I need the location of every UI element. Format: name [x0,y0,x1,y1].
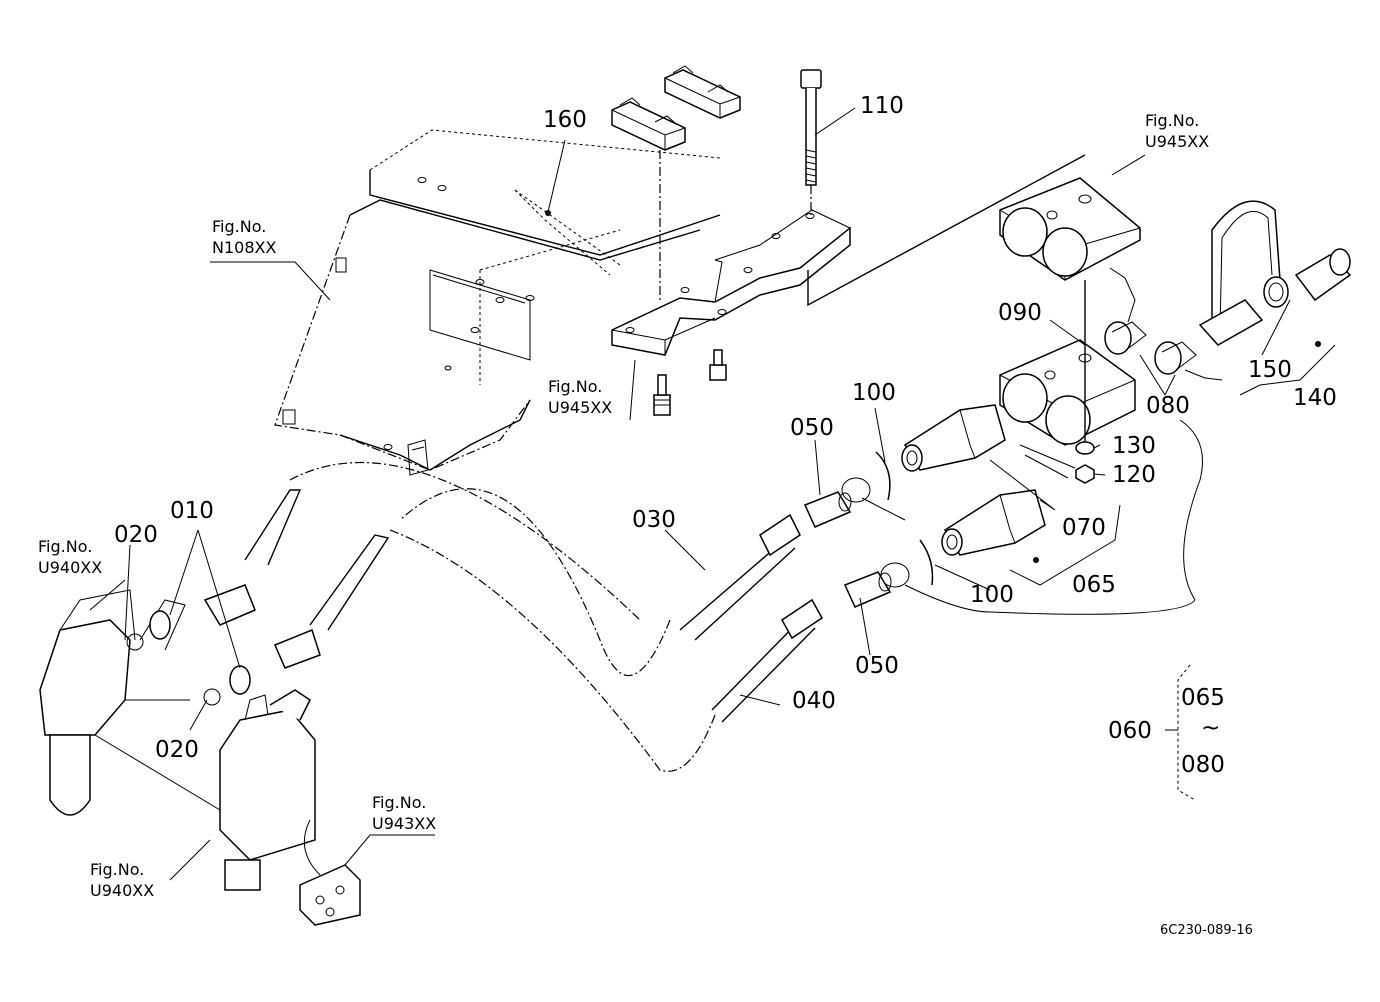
fig-ref-label: Fig.No.U945XX [1145,111,1209,151]
fig-ref-n108: Fig.No.N108XX [212,217,276,257]
part-label-130: 130 [1112,433,1156,459]
fig-ref-label: Fig.No.U940XX [38,537,102,577]
fig-ref-u945-top: Fig.No.U945XX [1145,111,1209,151]
part-label-110: 110 [860,93,904,119]
part-label-080: 080 [1146,393,1190,419]
shackle-150 [1198,200,1352,347]
clamp-blocks [611,65,741,300]
set-range-tilde: ~ [1201,715,1220,741]
part-label-040: 040 [792,688,836,714]
fig-ref-u940-bottom: Fig.No.U940XX [90,860,154,900]
part-label-070: 070 [1062,515,1106,541]
hoses [203,461,823,772]
part-label-140: 140 [1293,385,1337,411]
coupler-holder-upper [999,177,1141,281]
part-label-090: 090 [998,300,1042,326]
frame-plate [274,129,721,476]
coupler-holder-090 [999,280,1136,446]
fig-ref-label: Fig.No.U940XX [90,860,154,900]
drawing-code: 6C230-089-16 [1160,923,1253,938]
bolt-110 [800,69,822,215]
couplers-070 [901,404,1076,563]
dust-caps-080 [1104,267,1223,381]
fig-ref-label: Fig.No.U945XX [548,377,612,417]
part-label-020-bottom: 020 [155,737,199,763]
part-label-160: 160 [543,107,587,133]
bracket-plate [611,154,1086,356]
part-label-065: 065 [1072,572,1116,598]
set-range-from: 065 [1181,685,1225,711]
part-label-010: 010 [170,498,214,524]
nut-washer [1075,441,1095,484]
fig-ref-u943: Fig.No.U943XX [372,793,436,833]
part-label-050-bottom: 050 [855,653,899,679]
small-bolts [653,349,727,416]
set-range-to: 080 [1181,752,1225,778]
adapters-050 [803,491,892,608]
part-label-020-top: 020 [114,522,158,548]
leader-lines [89,107,1336,881]
part-label-150: 150 [1248,357,1292,383]
fig-ref-u945-mid: Fig.No.U945XX [548,377,612,417]
fig-ref-label: Fig.No.N108XX [212,217,276,257]
fig-ref-u940-left: Fig.No.U940XX [38,537,102,577]
part-label-100-top: 100 [852,380,896,406]
part-label-030: 030 [632,507,676,533]
part-label-100-bottom: 100 [970,582,1014,608]
part-label-120: 120 [1112,462,1156,488]
part-label-050-top: 050 [790,415,834,441]
part-label-060: 060 [1108,718,1152,744]
fig-ref-label: Fig.No.U943XX [372,793,436,833]
control-valves [39,589,361,926]
